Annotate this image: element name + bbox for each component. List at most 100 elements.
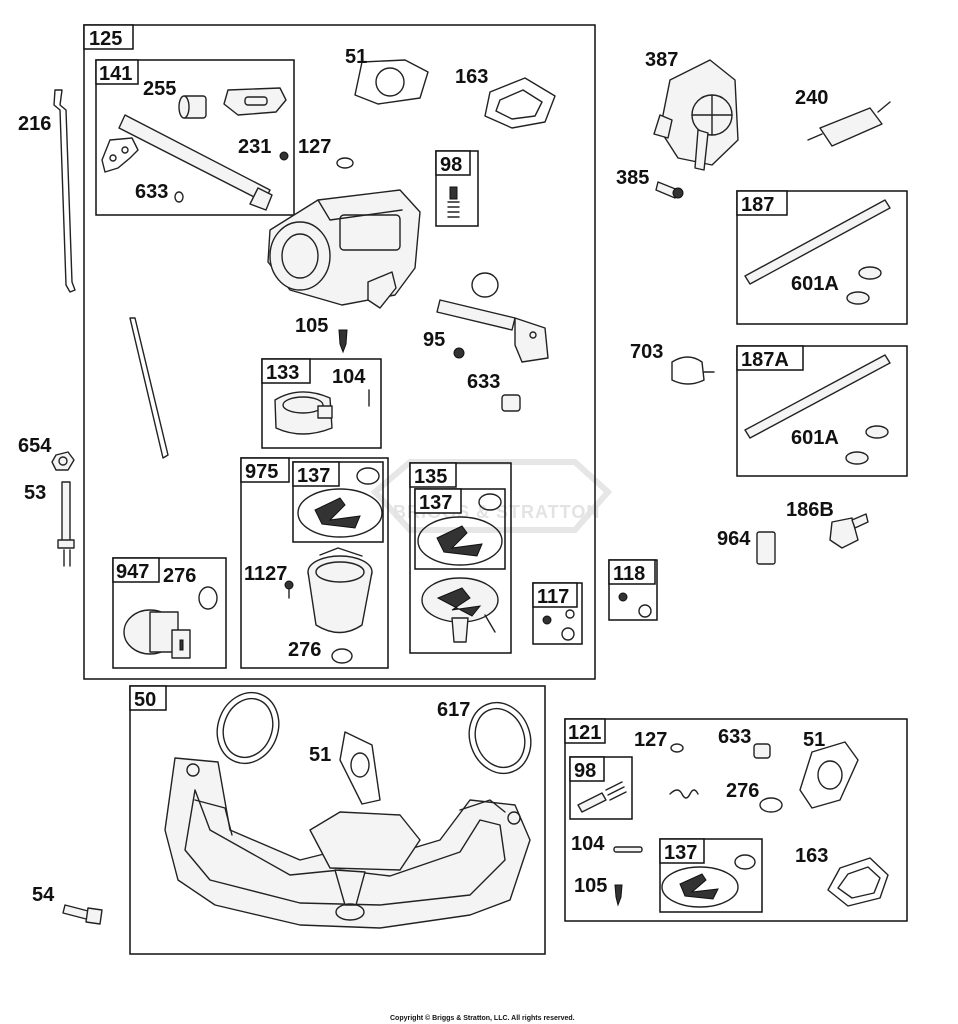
- float-133-part: [274, 391, 333, 435]
- gasket-kit-137a-part: [297, 467, 383, 538]
- group-975-label: 975: [245, 461, 278, 483]
- choke-plate-part: [223, 87, 287, 116]
- label-231: 231: [238, 136, 271, 158]
- group-121-tag: [564, 718, 606, 744]
- label-633c: 633: [718, 726, 751, 748]
- group-137b-label: 137: [419, 492, 452, 514]
- group-117-tag: [532, 582, 578, 608]
- group-117-label: 117: [537, 586, 569, 608]
- spring-part: [669, 789, 699, 799]
- group-947-tag: [112, 557, 160, 583]
- label-387: 387: [645, 49, 678, 71]
- label-127a: 127: [298, 136, 331, 158]
- governor-link-part: [129, 317, 169, 459]
- label-276c: 276: [726, 780, 759, 802]
- gasket-ring-617-part: [468, 701, 532, 775]
- label-104b: 104: [571, 833, 605, 855]
- idle-screw-98b-part: [577, 781, 627, 813]
- jet-118-part: [618, 592, 652, 618]
- group-135-frame: [409, 462, 512, 654]
- intake-manifold-part: [164, 757, 531, 929]
- clip-703-part: [671, 356, 715, 385]
- group-187-tag: [736, 190, 788, 216]
- screw-95-part: [453, 347, 465, 359]
- washer-276c-part: [759, 797, 783, 813]
- group-121-frame: [564, 718, 908, 922]
- label-186B: 186B: [786, 499, 834, 521]
- label-1127: 1127: [244, 563, 287, 585]
- throttle-link-216-part: [53, 89, 76, 293]
- jet-117-part: [542, 609, 575, 641]
- needle-105b-part: [614, 884, 623, 907]
- label-276b: 276: [288, 639, 321, 661]
- group-947-frame: [112, 557, 227, 669]
- label-633a: 633: [135, 181, 168, 203]
- group-187-frame: [736, 190, 908, 325]
- group-187A-label: 187A: [741, 349, 789, 371]
- group-121-label: 121: [568, 722, 601, 744]
- group-50-frame: [129, 685, 546, 955]
- label-54: 54: [32, 884, 55, 906]
- group-133-frame: [261, 358, 382, 449]
- group-187A-tag: [736, 345, 804, 371]
- label-51c: 51: [803, 729, 825, 751]
- label-163a: 163: [455, 66, 488, 88]
- carburetor-part: [267, 189, 421, 309]
- label-105b: 105: [574, 875, 607, 897]
- label-276a: 276: [163, 565, 196, 587]
- group-133-label: 133: [266, 362, 299, 384]
- washer-276a-part: [198, 586, 218, 610]
- group-975-tag: [240, 457, 290, 483]
- idle-screw-98a-part: [447, 186, 460, 218]
- washer-276b-part: [331, 648, 353, 664]
- choke-shaft-part: [101, 114, 273, 211]
- group-141-label: 141: [99, 63, 132, 85]
- fitting-186B-part: [829, 513, 869, 549]
- label-216: 216: [18, 113, 51, 135]
- group-137a-tag: [292, 461, 340, 487]
- label-617: 617: [437, 699, 470, 721]
- gasket-51a-part: [354, 59, 429, 105]
- label-95: 95: [423, 329, 445, 351]
- group-141-frame: [95, 59, 295, 216]
- label-104a: 104: [332, 366, 366, 388]
- label-53: 53: [24, 482, 46, 504]
- pin-104b-part: [613, 846, 643, 853]
- gasket-kit-137c-part: [661, 854, 756, 908]
- gasket-kit-137b-part: [417, 493, 503, 566]
- gasket-163a-part: [484, 77, 556, 129]
- label-601Ab: 601A: [791, 427, 839, 449]
- gasket-ring-left-part: [216, 691, 280, 765]
- label-255: 255: [143, 78, 176, 100]
- bushing-633b-part: [501, 394, 521, 412]
- stud-53-part: [57, 481, 75, 567]
- fuel-filter-240-part: [807, 101, 891, 147]
- carb-assembly-135-part: [421, 577, 499, 643]
- throttle-shaft-part: [436, 299, 549, 363]
- needle-105a-part: [338, 329, 348, 354]
- float-bowl-part: [307, 547, 373, 634]
- label-964: 964: [717, 528, 751, 550]
- tube-964-part: [756, 531, 776, 565]
- clamp-601Aa-part: [846, 266, 882, 305]
- nut-654-part: [51, 451, 75, 471]
- group-125-frame: [83, 24, 596, 680]
- washer-633a-part: [174, 191, 184, 203]
- fuel-line-187A-part: [744, 354, 891, 439]
- group-118-label: 118: [613, 563, 645, 585]
- group-118-tag: [608, 559, 656, 585]
- group-137b-tag: [414, 488, 462, 514]
- group-98b-tag: [569, 756, 605, 782]
- label-385: 385: [616, 167, 649, 189]
- group-137c-label: 137: [664, 842, 697, 864]
- label-601Aa: 601A: [791, 273, 839, 295]
- group-125-label: 125: [89, 28, 122, 50]
- label-51a: 51: [345, 46, 367, 68]
- group-135-label: 135: [414, 466, 447, 488]
- fuel-line-187-part: [744, 199, 891, 285]
- label-51b: 51: [309, 744, 331, 766]
- label-703: 703: [630, 341, 663, 363]
- solenoid-947-part: [123, 609, 191, 659]
- group-975-frame: [240, 457, 389, 669]
